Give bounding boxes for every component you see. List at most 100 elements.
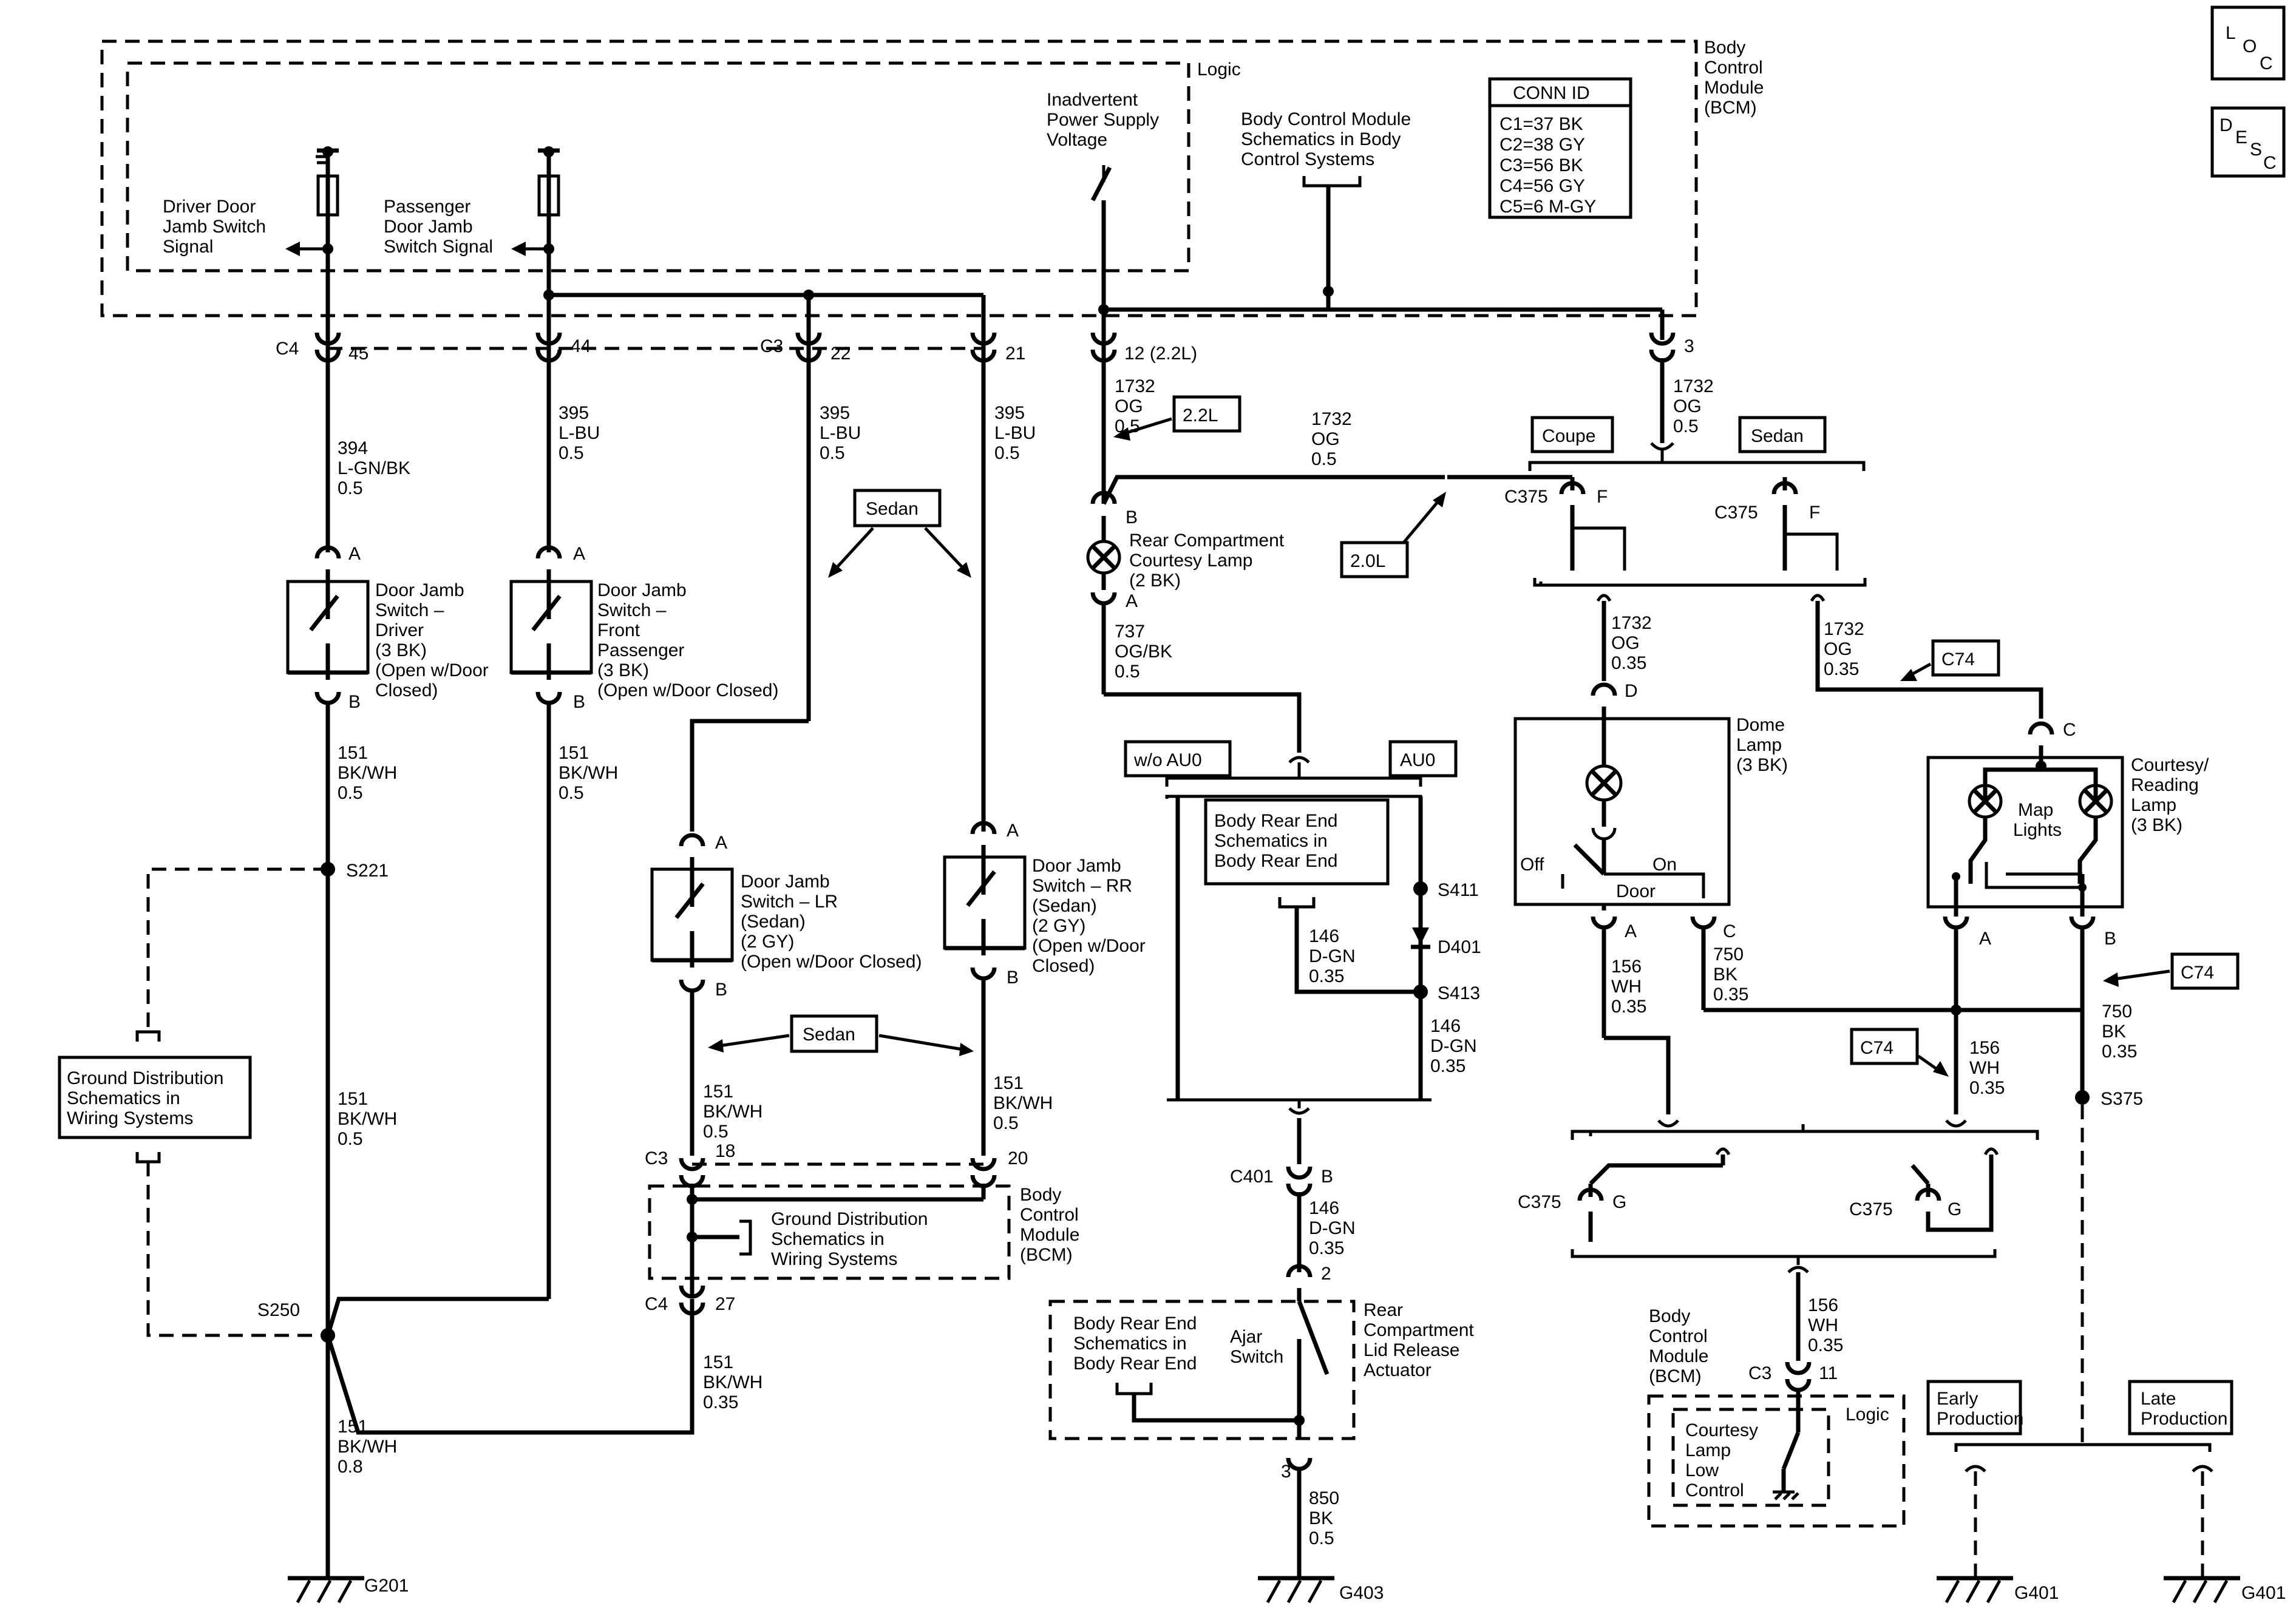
pin-22: 22 bbox=[830, 344, 851, 364]
svg-text:0.5: 0.5 bbox=[559, 443, 584, 463]
svg-text:B: B bbox=[1007, 968, 1019, 988]
tag-wo-au0: w/o AU0 bbox=[1133, 750, 1202, 770]
svg-text:WH: WH bbox=[1969, 1058, 2000, 1078]
lid-release-actuator-label: Rear bbox=[1364, 1300, 1403, 1320]
bcm-label-4: (BCM) bbox=[1704, 98, 1757, 118]
tag-c74-c: C74 bbox=[2181, 963, 2214, 983]
svg-text:0.35: 0.35 bbox=[1309, 1238, 1344, 1258]
driver-branch: 394 L-GN/BK 0.5 A B Door Jamb Switch – D… bbox=[257, 376, 489, 1604]
tag-2-0l: 2.0L bbox=[1350, 551, 1385, 571]
wire-1732-b: 1732 bbox=[1311, 409, 1352, 429]
svg-text:F: F bbox=[1597, 487, 1608, 507]
svg-text:Production: Production bbox=[1937, 1409, 2023, 1429]
bcm-logic-inputs: Driver Door Jamb Switch Signal Passenger… bbox=[163, 90, 1665, 376]
connector-c375-f-coupe: C375 bbox=[1504, 487, 1548, 507]
svg-text:20: 20 bbox=[1008, 1148, 1028, 1168]
svg-text:BK/WH: BK/WH bbox=[559, 763, 618, 783]
wire-1732-c: 1732 bbox=[1673, 376, 1714, 396]
svg-text:0.35: 0.35 bbox=[1430, 1056, 1466, 1076]
svg-text:0.35: 0.35 bbox=[1713, 985, 1748, 1005]
svg-text:C: C bbox=[2260, 53, 2273, 73]
bcm-label-1: Body bbox=[1704, 38, 1745, 58]
tag-early-production: Early bbox=[1937, 1389, 1978, 1409]
wire-151-e: 151 bbox=[993, 1073, 1024, 1093]
svg-text:Lamp: Lamp bbox=[1685, 1440, 1731, 1460]
passenger-signal-text: Passenger bbox=[384, 197, 470, 217]
conn-id-row: C2=38 GY bbox=[1500, 135, 1585, 155]
svg-text:0.35: 0.35 bbox=[1824, 659, 1859, 679]
svg-text:Driver: Driver bbox=[375, 620, 424, 640]
svg-text:Module: Module bbox=[1020, 1225, 1079, 1245]
wire-156-a: 156 bbox=[1611, 957, 1642, 977]
svg-text:Closed): Closed) bbox=[1032, 956, 1095, 976]
svg-text:C4: C4 bbox=[645, 1294, 668, 1314]
tag-sedan-2: Sedan bbox=[803, 1025, 855, 1045]
svg-text:0.5: 0.5 bbox=[338, 478, 363, 498]
wire-146-a: 146 bbox=[1309, 926, 1339, 946]
svg-text:C: C bbox=[1723, 921, 1736, 941]
wire-737: 737 bbox=[1115, 622, 1145, 642]
svg-text:Schematics in: Schematics in bbox=[1214, 831, 1328, 851]
svg-text:Schematics in: Schematics in bbox=[67, 1088, 180, 1108]
logic-2-label: Logic bbox=[1846, 1405, 1889, 1425]
svg-text:C3: C3 bbox=[645, 1148, 668, 1168]
svg-text:WH: WH bbox=[1611, 977, 1642, 997]
svg-text:A: A bbox=[715, 833, 727, 853]
splice-s250: S250 bbox=[257, 1300, 300, 1320]
svg-text:BK/WH: BK/WH bbox=[338, 1109, 397, 1129]
svg-text:0.5: 0.5 bbox=[338, 783, 363, 803]
wire-750-a: 750 bbox=[1713, 944, 1744, 964]
svg-text:(3 BK): (3 BK) bbox=[2131, 815, 2182, 835]
svg-text:BK/WH: BK/WH bbox=[338, 763, 397, 783]
body-rear-end-ref-1: Body Rear End bbox=[1214, 811, 1337, 831]
dome-courtesy-section: 1732 OG 0.5 Coupe Sedan C375 F C375 F 17… bbox=[1447, 376, 2286, 1604]
loc-icon[interactable]: L O C bbox=[2210, 5, 2286, 81]
tag-sedan-1: Sedan bbox=[866, 499, 919, 519]
svg-text:Door Jamb: Door Jamb bbox=[384, 217, 473, 237]
conn-id-row: C5=6 M-GY bbox=[1500, 197, 1596, 217]
courtesy-low-control-label: Courtesy bbox=[1685, 1420, 1758, 1440]
svg-text:0.5: 0.5 bbox=[338, 1129, 363, 1149]
pin-44: 44 bbox=[571, 336, 591, 356]
front-passenger-branch: 395 L-BU 0.5 A B Door Jamb Switch – Fron… bbox=[325, 376, 778, 1435]
body-rear-end-ref-2: Body Rear End bbox=[1073, 1314, 1197, 1334]
svg-text:Passenger: Passenger bbox=[597, 640, 684, 660]
svg-text:0.5: 0.5 bbox=[559, 783, 584, 803]
svg-text:C: C bbox=[2263, 153, 2277, 173]
desc-icon[interactable]: D E S C bbox=[2210, 106, 2286, 178]
ground-g401-b: G401 bbox=[2241, 1583, 2286, 1603]
svg-text:Lamp: Lamp bbox=[2131, 795, 2176, 815]
svg-text:Control Systems: Control Systems bbox=[1241, 149, 1374, 169]
svg-text:BK: BK bbox=[1309, 1508, 1333, 1528]
svg-text:S: S bbox=[2250, 140, 2262, 160]
svg-text:B: B bbox=[715, 980, 727, 1000]
svg-text:Front: Front bbox=[597, 620, 640, 640]
wire-151-a: 151 bbox=[338, 743, 368, 763]
svg-text:(2 GY): (2 GY) bbox=[1032, 916, 1085, 936]
svg-text:BK: BK bbox=[2102, 1022, 2126, 1042]
svg-text:Switch: Switch bbox=[1230, 1347, 1283, 1367]
wire-395-b: 395 bbox=[820, 403, 850, 423]
ground-g403: G403 bbox=[1339, 1583, 1384, 1603]
svg-text:G: G bbox=[1612, 1192, 1626, 1212]
svg-text:2: 2 bbox=[1321, 1264, 1331, 1284]
svg-text:Power Supply: Power Supply bbox=[1047, 110, 1159, 130]
conn-id-title: CONN ID bbox=[1513, 83, 1590, 103]
svg-text:Lights: Lights bbox=[2013, 820, 2062, 840]
svg-text:OG: OG bbox=[1611, 633, 1640, 653]
svg-text:Low: Low bbox=[1685, 1460, 1719, 1480]
conn-id-row: C1=37 BK bbox=[1500, 114, 1583, 134]
conn-id-row: C3=56 BK bbox=[1500, 155, 1583, 175]
bcm3-label: Body bbox=[1649, 1306, 1690, 1326]
svg-text:(Open w/Door: (Open w/Door bbox=[1032, 936, 1146, 956]
svg-text:OG: OG bbox=[1115, 396, 1143, 416]
svg-text:Switch – LR: Switch – LR bbox=[741, 892, 838, 912]
wire-394: 394 bbox=[338, 438, 368, 458]
svg-text:Courtesy Lamp: Courtesy Lamp bbox=[1129, 551, 1252, 571]
svg-text:D-GN: D-GN bbox=[1309, 1218, 1356, 1238]
conn-id-row: C4=56 GY bbox=[1500, 176, 1585, 196]
ajar-switch-label: Ajar bbox=[1230, 1327, 1262, 1347]
rear-door-branches: 395 L-BU 0.5 395 L-BU 0.5 Sedan A B Door… bbox=[645, 376, 1146, 1412]
svg-text:(Open w/Door Closed): (Open w/Door Closed) bbox=[741, 952, 922, 972]
svg-text:A: A bbox=[1007, 821, 1019, 841]
